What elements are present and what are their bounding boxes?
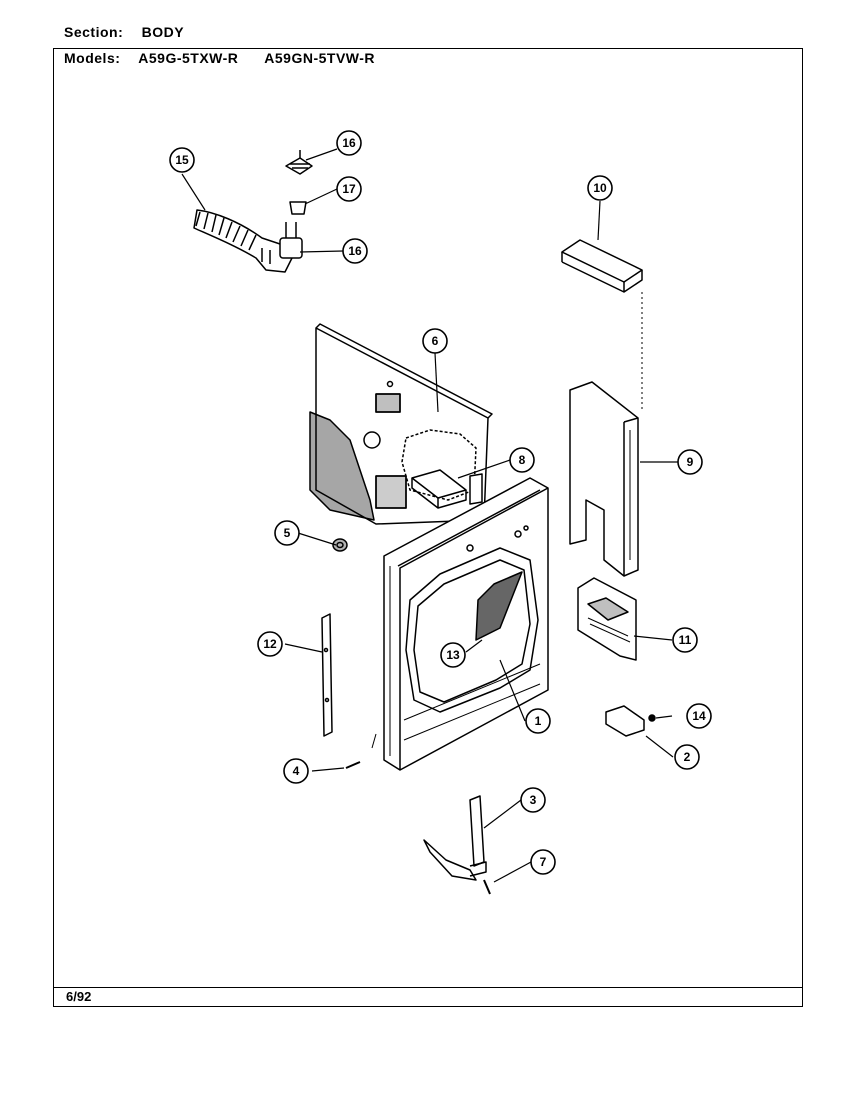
callout-circle (520, 787, 546, 813)
hinge-drawing (423, 795, 491, 895)
callout-number: 6 (432, 334, 439, 348)
callout-circle (525, 708, 551, 734)
bracket-drawing (411, 469, 467, 509)
callout-8: 8 (509, 447, 535, 473)
model-2: A59GN-5TVW-R (264, 50, 375, 66)
callout-circle (257, 631, 283, 657)
front-panel-drawing (383, 477, 549, 771)
callout-12: 12 (257, 631, 283, 657)
callout-number: 16 (348, 244, 362, 258)
diagram-frame (53, 48, 803, 1007)
callout-circle (672, 627, 698, 653)
callout-circle (677, 449, 703, 475)
callout-number: 9 (687, 455, 694, 469)
section-header: Section: BODY (64, 24, 206, 40)
footer-date: 6/92 (66, 989, 92, 1004)
callout-11: 11 (672, 627, 698, 653)
callout-circle (342, 238, 368, 264)
callout-1: 1 (525, 708, 551, 734)
callout-number: 14 (692, 709, 706, 723)
callout-circle (169, 147, 195, 173)
callout-15: 15 (169, 147, 195, 173)
callout-number: 4 (293, 764, 300, 778)
callout-5: 5 (274, 520, 300, 546)
callout-circle (283, 758, 309, 784)
callout-number: 8 (519, 453, 526, 467)
callout-number: 11 (679, 633, 692, 647)
models-header: Models: A59G-5TXW-R A59GN-5TVW-R (64, 50, 397, 66)
callout-circle (530, 849, 556, 875)
callout-circle (336, 130, 362, 156)
model-1: A59G-5TXW-R (138, 50, 239, 66)
callout-9: 9 (677, 449, 703, 475)
trim-strip-drawing (321, 613, 333, 737)
callout-number: 13 (446, 648, 460, 662)
callout-13: 13 (440, 642, 466, 668)
top-cover-drawing (561, 239, 643, 293)
latch-drawing (605, 705, 656, 737)
section-value: BODY (141, 24, 185, 40)
callout-number: 5 (284, 526, 291, 540)
callout-number: 10 (593, 181, 607, 195)
callout-circle (422, 328, 448, 354)
callout-number: 15 (175, 153, 189, 167)
callout-4: 4 (283, 758, 309, 784)
side-panel-drawing (569, 381, 639, 577)
callout-circle (686, 703, 712, 729)
callout-10: 10 (587, 175, 613, 201)
callout-number: 12 (263, 637, 277, 651)
rating-plate-drawing (577, 577, 637, 661)
callout-circle (336, 176, 362, 202)
callout-circle (274, 520, 300, 546)
knob-drawing (332, 538, 348, 552)
callout-6: 6 (422, 328, 448, 354)
callout-circle (440, 642, 466, 668)
footer-divider (53, 987, 803, 988)
callout-16: 16 (336, 130, 362, 156)
section-label: Section: (64, 24, 124, 40)
callout-number: 17 (342, 182, 356, 196)
callout-number: 16 (342, 136, 356, 150)
callout-17: 17 (336, 176, 362, 202)
callout-number: 7 (540, 855, 547, 869)
callout-16: 16 (342, 238, 368, 264)
callout-circle (674, 744, 700, 770)
callout-circle (509, 447, 535, 473)
callout-3: 3 (520, 787, 546, 813)
callout-14: 14 (686, 703, 712, 729)
callout-number: 2 (684, 750, 691, 764)
callout-number: 3 (530, 793, 537, 807)
models-label: Models: (64, 50, 121, 66)
callout-2: 2 (674, 744, 700, 770)
back-panel-drawing (309, 323, 493, 525)
leader-lines (181, 148, 678, 883)
callout-number: 1 (535, 714, 542, 728)
callout-7: 7 (530, 849, 556, 875)
hose-assembly-drawing (193, 150, 313, 273)
callout-circle (587, 175, 613, 201)
screw-drawing (345, 733, 377, 769)
